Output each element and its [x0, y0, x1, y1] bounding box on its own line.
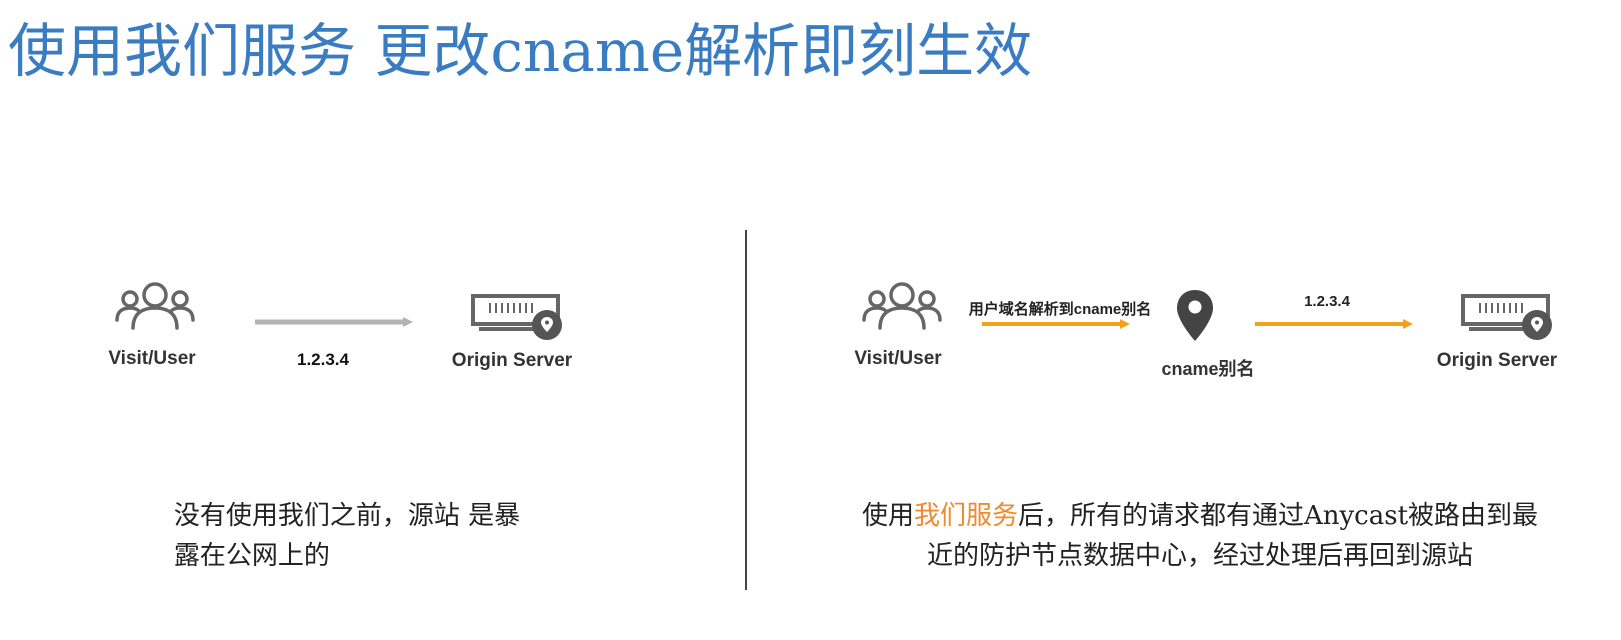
server-location-icon	[471, 294, 562, 340]
divider-line	[745, 230, 747, 590]
description-line-1: 使用我们服务后，所有的请求都有通过Anycast被路由到最	[862, 496, 1538, 536]
ip-label: 1.2.3.4	[1304, 293, 1350, 310]
slide-title: 使用我们服务 更改cname解析即刻生效	[8, 17, 1033, 85]
cname-label: cname别名	[1161, 359, 1255, 379]
user-label: Visit/User	[108, 348, 196, 369]
description-line-2: 露在公网上的	[173, 541, 330, 571]
description-after: 使用我们服务后，所有的请求都有通过Anycast被路由到最 近的防护节点数据中心…	[862, 496, 1538, 576]
description-pre: 使用	[861, 501, 914, 531]
resolve-label: 用户域名解析到cname别名	[968, 301, 1152, 318]
arrow-orange	[982, 319, 1130, 329]
location-pin-icon	[1177, 290, 1213, 341]
server-label: Origin Server	[451, 350, 573, 371]
description-post: 后，所有的请求都有通过Anycast被路由到最	[1017, 501, 1539, 531]
description-line-2: 近的防护节点数据中心，经过处理后再回到源站	[926, 541, 1474, 571]
description-before: 没有使用我们之前，源站 是暴 露在公网上的	[174, 496, 520, 576]
users-icon	[115, 282, 195, 330]
description-highlight: 我们服务	[913, 501, 1018, 531]
users-icon	[862, 282, 942, 330]
ip-label: 1.2.3.4	[297, 350, 349, 369]
server-location-icon	[1461, 294, 1552, 340]
description-line-1: 没有使用我们之前，源站 是暴	[173, 501, 521, 531]
arrow-gray	[255, 317, 413, 327]
server-label: Origin Server	[1436, 350, 1558, 371]
user-label: Visit/User	[854, 348, 942, 369]
arrow-orange	[1255, 319, 1413, 329]
